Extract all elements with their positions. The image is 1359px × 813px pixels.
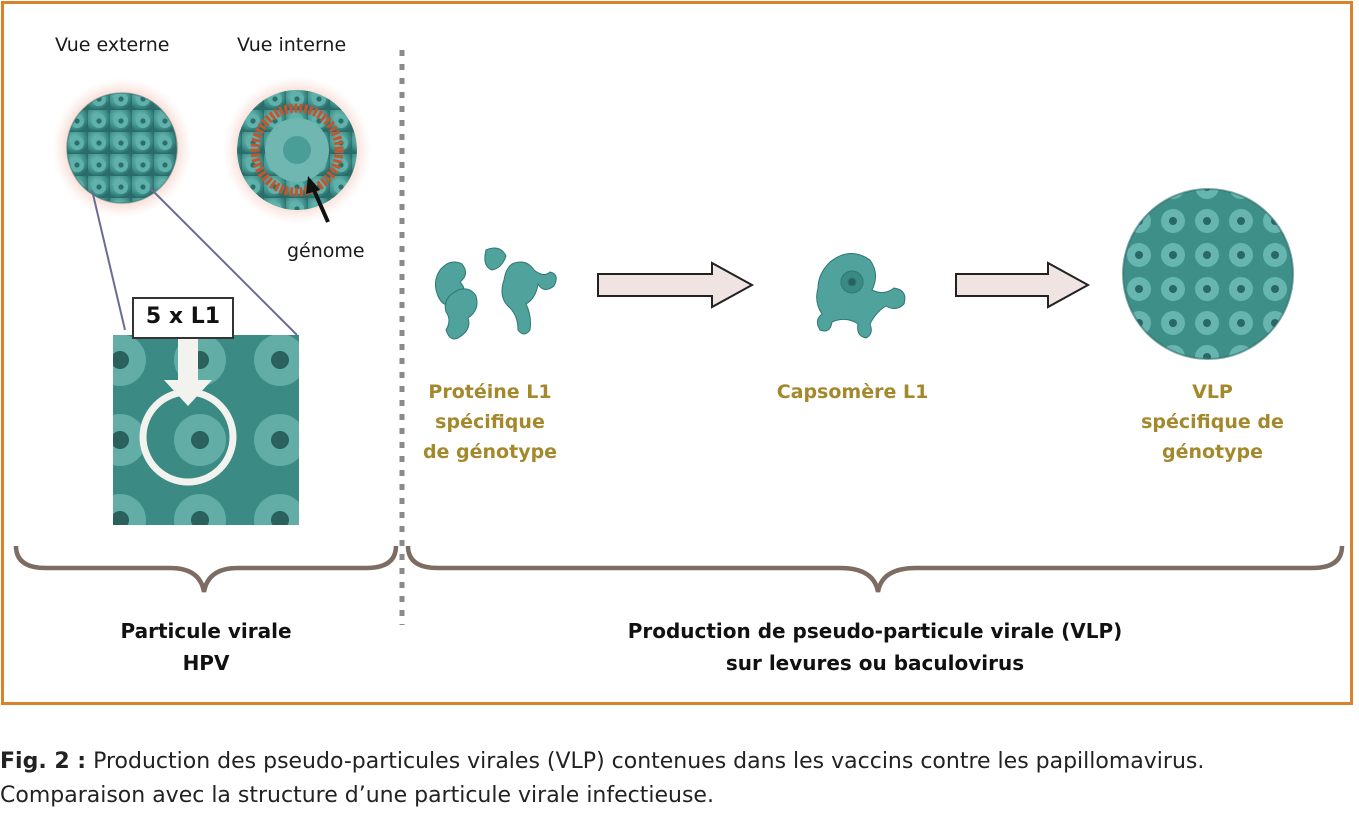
process-arrow-icon [597,261,755,309]
hpv-external-particle-icon [52,78,192,218]
l1-capsomere-icon [816,253,906,339]
right-group-line1: Production de pseudo-particule virale (V… [627,619,1123,643]
stage3-line1: VLP [1192,381,1233,403]
right-brace [405,545,1345,593]
stage3-line2: spécifique de [1141,411,1284,433]
hpv-internal-particle-icon [223,76,371,224]
stage2-label: Capsomère L1 [776,381,929,403]
zoom-patch [113,297,299,525]
figure-frame [1,1,1353,705]
l1-protein-icon [434,247,557,340]
caption-line2: Comparaison avec la structure d’une part… [0,783,714,808]
caption-text1: Production des pseudo-particules virales… [86,749,1205,774]
stage1-line1: Protéine L1 [428,381,552,403]
right-group-label: Production de pseudo-particule virale (V… [560,615,1190,679]
caption-line1: Fig. 2 : Production des pseudo-particule… [0,745,1359,779]
left-group-line2: HPV [182,651,230,675]
left-group-label: Particule virale HPV [56,615,356,679]
figure-caption: Fig. 2 : Production des pseudo-particule… [0,745,1359,813]
internal-view-label: Vue interne [237,34,347,56]
stage1-label: Protéine L1 spécifique de génotype [405,377,575,467]
stage3-label: VLP spécifique de génotype [1120,377,1305,467]
zoom-label: 5 x L1 [145,304,221,329]
left-brace [13,545,399,593]
stage1-line2: spécifique [435,411,545,433]
genome-label: génome [287,240,365,262]
external-view-label: Vue externe [55,34,170,56]
stage1-line3: de génotype [422,441,558,463]
genome-pointer-arrow [306,176,330,223]
caption-prefix: Fig. 2 : [0,749,87,774]
left-group-line1: Particule virale [120,619,292,643]
stage3-line3: génotype [1161,441,1264,463]
vlp-particle-icon [1122,188,1294,360]
right-group-line2: sur levures ou baculovirus [725,651,1025,675]
process-arrow-icon [955,261,1091,309]
